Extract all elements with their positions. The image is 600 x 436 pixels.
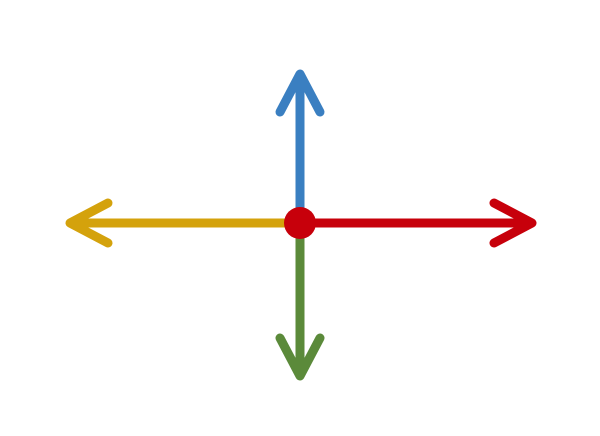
- arrow-down-icon: [275, 224, 325, 381]
- arrow-up-icon: [275, 69, 325, 222]
- arrow-right-icon: [300, 198, 537, 248]
- origin-dot-icon: [284, 207, 316, 239]
- arrow-left-icon: [65, 198, 300, 248]
